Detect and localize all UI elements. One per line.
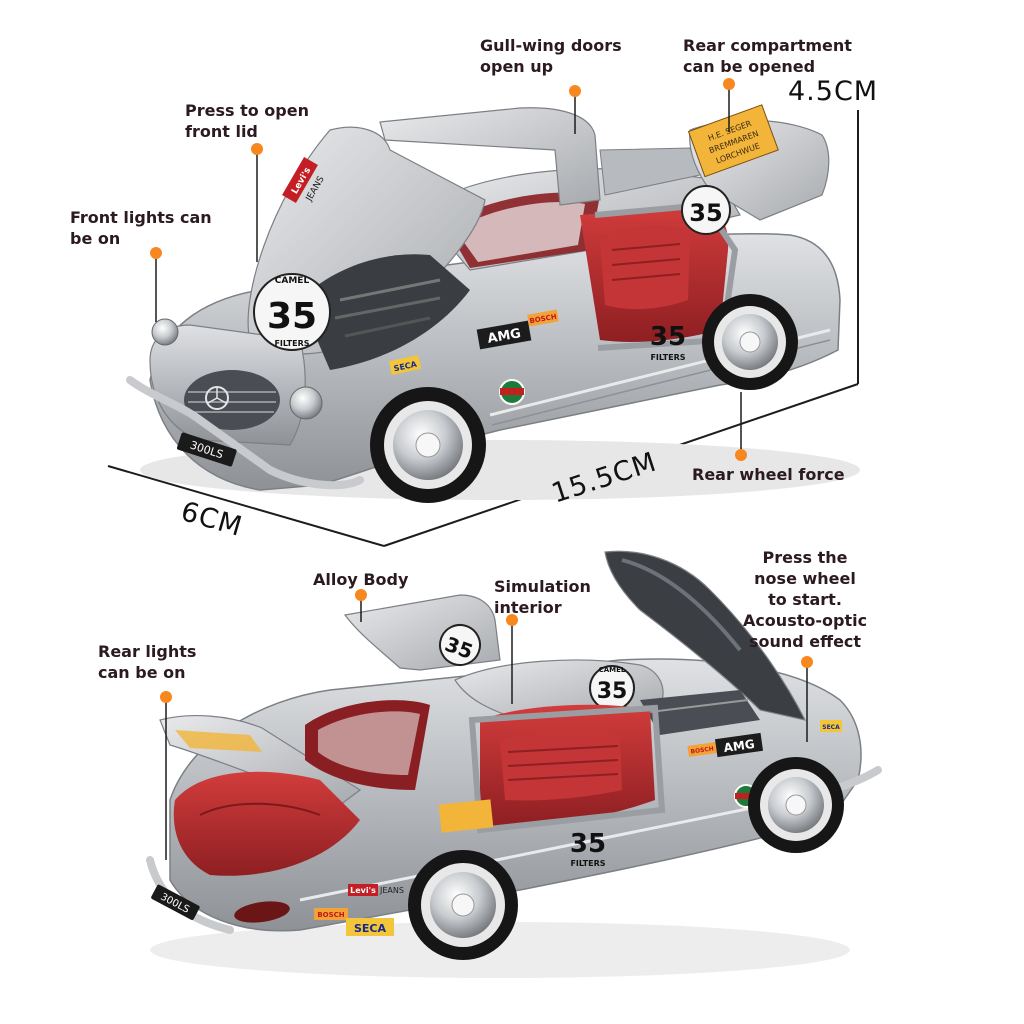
svg-text:35: 35: [570, 829, 606, 859]
decal-bosch-top: BOSCH: [527, 309, 559, 327]
callout-rear-wheel: Rear wheel force: [692, 465, 845, 484]
callout-alloy-body: Alloy Body: [313, 570, 409, 589]
callout-rear-compartment: Rear compartment can be opened: [683, 36, 852, 76]
front-wheel-bottom: [748, 757, 844, 853]
callout-front-lid: Press to open front lid: [185, 101, 309, 141]
car-top-view: H.E. SEGER BREMMAREN LORCHWUE 300LS: [126, 104, 860, 503]
rear-wheel-top: [702, 294, 798, 390]
callout-leaders: [155, 86, 808, 860]
svg-text:SECA: SECA: [354, 922, 387, 935]
rear-wheel-bottom: [408, 850, 518, 960]
decal-35-side-bottom: 35 FILTERS: [570, 829, 606, 868]
svg-text:Levi's: Levi's: [350, 886, 376, 895]
gullwing-door-top: [379, 107, 601, 206]
decal-35-rear-top: 35: [681, 185, 731, 235]
callout-rear-lights: Rear lights can be on: [98, 642, 197, 682]
decal-levis-bottom: Levi's JEANS: [348, 884, 404, 896]
svg-text:SECA: SECA: [822, 724, 840, 731]
decal-35-door-top: 35 FILTERS: [650, 322, 686, 362]
callout-gullwing-doors: Gull-wing doors open up: [480, 36, 622, 76]
front-wheel-top: [370, 387, 486, 503]
dimension-height: 4.5CM: [788, 76, 879, 107]
callout-front-lights: Front lights can be on: [70, 208, 212, 248]
svg-text:FILTERS: FILTERS: [650, 353, 685, 362]
svg-text:CAMEL: CAMEL: [275, 276, 310, 286]
decal-seca-bottom: SECA: [346, 918, 394, 936]
svg-text:CAMEL: CAMEL: [599, 666, 626, 674]
decal-amg-bottom: AMG: [714, 732, 764, 758]
svg-text:BOSCH: BOSCH: [690, 745, 714, 755]
decal-bosch-bottom: BOSCH: [314, 908, 348, 920]
decal-amg-top: AMG: [476, 320, 532, 350]
svg-text:35: 35: [597, 679, 628, 704]
svg-text:FILTERS: FILTERS: [570, 859, 605, 868]
svg-text:BOSCH: BOSCH: [317, 911, 344, 919]
svg-text:35: 35: [650, 322, 686, 352]
svg-text:AMG: AMG: [486, 326, 522, 347]
svg-text:35: 35: [267, 296, 317, 337]
engine-hood-open: [604, 550, 807, 721]
decal-seca-top: SECA: [388, 355, 422, 375]
decal-bosch-bottom-front: BOSCH: [687, 742, 717, 757]
callout-simulation-interior: Simulation interior: [494, 577, 591, 617]
decal-seca-bottom-front: SECA: [820, 720, 842, 732]
decal-35-hood: 35 CAMEL FILTERS: [253, 273, 331, 351]
car-bottom-view: 35 35 CAMEL 300LS: [146, 550, 882, 978]
svg-text:35: 35: [689, 199, 722, 227]
decal-35-door-bottom: 35: [439, 624, 481, 666]
decal-35-roof-bottom: 35 CAMEL: [589, 665, 635, 711]
callout-markers: [150, 78, 813, 703]
svg-text:AMG: AMG: [723, 737, 756, 755]
svg-text:FILTERS: FILTERS: [274, 339, 309, 348]
callout-nose-wheel: Press the nose wheel to start. Acousto-o…: [742, 548, 868, 651]
svg-text:JEANS: JEANS: [379, 886, 404, 895]
